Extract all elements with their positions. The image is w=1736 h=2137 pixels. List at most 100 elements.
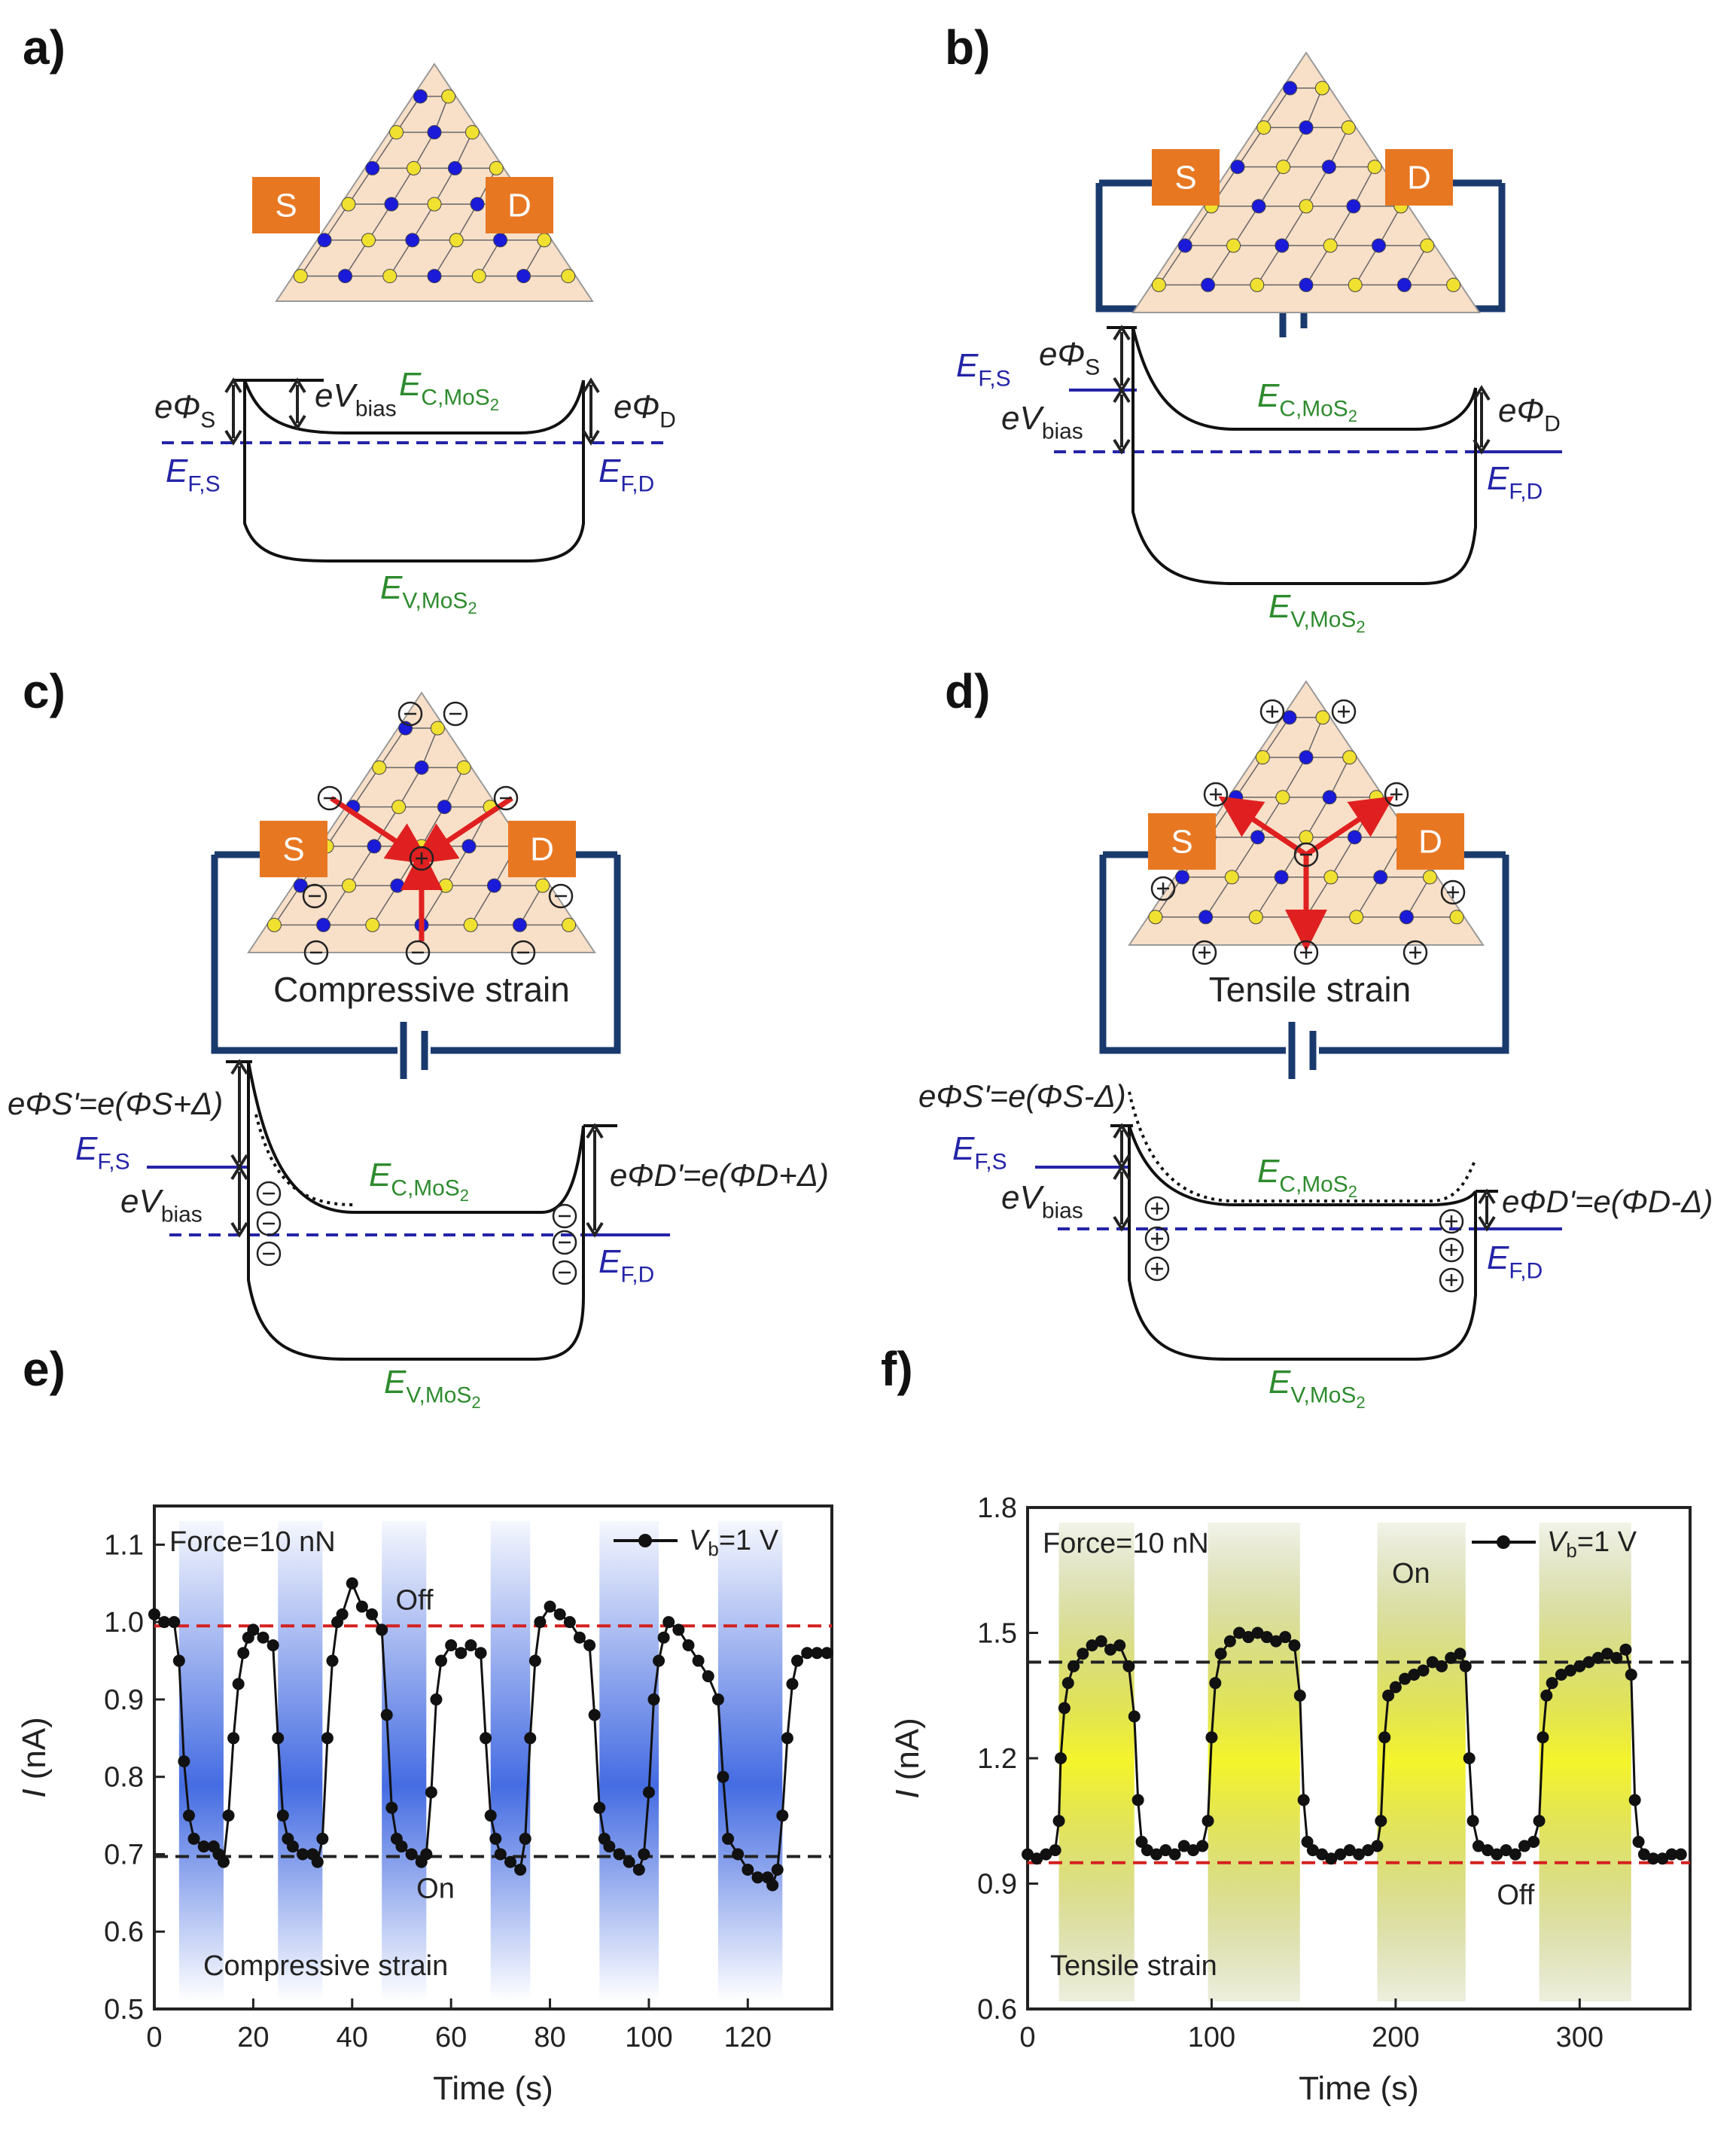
data-point-f — [1564, 1664, 1577, 1677]
conduction-band-b — [1131, 327, 1477, 431]
ephis-arrow-d-head — [1113, 1123, 1131, 1139]
data-point-e — [435, 1654, 448, 1667]
s-atom — [441, 89, 456, 104]
strain-band-e-3 — [490, 1521, 531, 2001]
s-atom — [1341, 120, 1356, 135]
data-point-e — [445, 1639, 458, 1651]
s-atom — [1148, 910, 1163, 925]
y-tick-label-f: 1.5 — [977, 1618, 1017, 1650]
y-tick-label-f: 0.6 — [977, 1994, 1017, 2026]
data-point-f — [1619, 1643, 1632, 1656]
efs-label-a: EF,S — [166, 453, 221, 496]
mo-atom — [1198, 910, 1214, 925]
data-point-e — [751, 1871, 764, 1884]
data-point-f — [1334, 1848, 1347, 1861]
panel-label-f: f) — [881, 1342, 913, 1396]
bond — [421, 885, 446, 925]
data-point-e — [321, 1732, 333, 1745]
data-point-f — [1463, 1752, 1476, 1764]
evbias-label-a: eVbias — [315, 377, 397, 421]
s-atom — [430, 721, 445, 736]
evbias-label-c: eVbias — [120, 1183, 203, 1227]
mo-atom — [486, 878, 501, 893]
charge-minus — [405, 940, 431, 965]
mo-atom — [516, 269, 531, 284]
data-point-f — [1086, 1639, 1098, 1652]
mo-atom — [390, 878, 405, 893]
bond — [1305, 717, 1323, 758]
data-point-f — [1426, 1656, 1439, 1669]
source-pad-b-label: S — [1174, 160, 1196, 197]
data-point-f — [1399, 1672, 1412, 1685]
data-point-f — [1466, 1815, 1479, 1828]
charge-plus — [1150, 876, 1176, 901]
data-point-f — [1077, 1648, 1089, 1660]
s-atom — [1248, 910, 1263, 925]
charge-minus — [256, 1211, 282, 1236]
data-point-f — [1632, 1836, 1645, 1848]
bond — [326, 806, 354, 847]
bond — [1184, 206, 1212, 246]
data-point-f — [1055, 1752, 1067, 1764]
bond — [1281, 206, 1307, 246]
x-tick-label-e: 120 — [724, 2022, 772, 2053]
s-atom — [293, 269, 308, 284]
ec-label-a: EC,MoS2 — [399, 366, 499, 414]
x-tick-label-e: 40 — [337, 2022, 368, 2053]
bond — [470, 885, 495, 925]
s-atom — [266, 917, 282, 932]
data-point-e — [430, 1693, 443, 1706]
data-point-f — [1362, 1844, 1375, 1857]
s-atom — [1323, 870, 1339, 885]
s-atom — [1256, 120, 1272, 135]
charge-plus — [1403, 940, 1428, 965]
data-point-f — [1201, 1815, 1214, 1828]
mo-atom — [512, 917, 527, 932]
charge-plus — [1144, 1226, 1170, 1251]
ephis-label-b: eΦS — [1039, 336, 1100, 380]
mo-atom — [1283, 81, 1298, 96]
data-point-f — [1436, 1660, 1448, 1672]
data-point-e — [638, 1848, 650, 1861]
data-point-e — [702, 1670, 714, 1683]
data-point-e — [776, 1809, 789, 1822]
ephis-arrow-b-head — [1113, 325, 1131, 341]
ephis-arrow-a-head — [224, 377, 242, 394]
bond — [397, 767, 422, 807]
data-point-f — [1270, 1635, 1282, 1648]
data-point-f — [1297, 1794, 1310, 1806]
strain-label-f: Tensile strain — [1050, 1950, 1217, 1982]
s-atom — [407, 160, 422, 175]
x-tick-label-f: 300 — [1556, 2022, 1604, 2053]
s-atom — [1420, 238, 1435, 253]
charge-minus — [552, 1230, 577, 1255]
y-tick-label-e: 0.8 — [104, 1762, 144, 1794]
mo-atom — [413, 89, 428, 104]
data-point-f — [1187, 1844, 1199, 1857]
lattice-a — [293, 89, 576, 284]
bond — [1232, 206, 1259, 246]
data-point-f — [1582, 1656, 1595, 1669]
drain-pad-b-label: D — [1407, 160, 1431, 197]
data-point-f — [1049, 1844, 1061, 1857]
data-point-f — [1343, 1844, 1356, 1857]
s-atom — [1276, 160, 1291, 175]
source-pad-d — [1148, 813, 1216, 870]
source-pad-c — [260, 821, 327, 877]
bond — [1282, 757, 1307, 798]
x-tick-label-f: 100 — [1188, 2022, 1235, 2053]
strain-band-e-1 — [278, 1521, 323, 2001]
efs-label-d: EF,S — [952, 1130, 1007, 1174]
data-point-e — [474, 1647, 487, 1660]
bond — [348, 846, 375, 886]
circuit-d — [1099, 855, 1509, 1054]
source-pad-a-label: S — [275, 187, 297, 224]
conduction-band-c — [247, 1061, 585, 1214]
s-atom — [372, 760, 387, 775]
drain-pad-c-label: D — [530, 831, 554, 868]
ephis-label-a: eΦS — [154, 389, 215, 432]
mo-atom — [1177, 238, 1192, 253]
plot-frame-e — [153, 1504, 833, 2010]
